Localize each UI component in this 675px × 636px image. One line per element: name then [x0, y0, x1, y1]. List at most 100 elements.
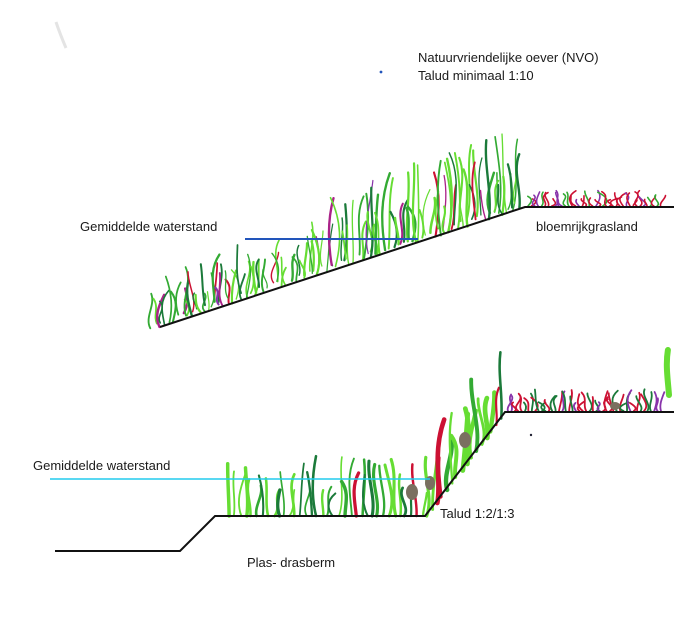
plant-stem — [238, 273, 246, 300]
tall-plant-stem — [663, 347, 672, 398]
flower-stem — [626, 192, 631, 207]
reed-stem — [232, 470, 236, 517]
plant-stem — [296, 244, 301, 276]
plant-stem — [152, 297, 158, 325]
shrub-stem — [488, 390, 497, 434]
plant-stem — [236, 244, 242, 294]
plant-stem — [393, 216, 400, 246]
plant-stem — [262, 269, 268, 289]
plant-stem — [361, 220, 367, 262]
flower-stem — [605, 396, 613, 412]
plant-stem — [387, 177, 394, 250]
flower-stem — [523, 401, 527, 412]
bottom-diagram — [50, 347, 674, 552]
plant-stem — [224, 278, 231, 304]
flower-stem — [534, 388, 540, 412]
plant-stem — [310, 228, 321, 276]
plant-stem — [194, 293, 202, 314]
plant-stem — [494, 135, 502, 214]
flower-stem — [624, 192, 630, 207]
flower-stem — [527, 195, 533, 207]
top-ground-profile — [159, 206, 674, 328]
plant-stem — [341, 230, 347, 260]
flower-stem — [580, 391, 588, 412]
flower-stem — [596, 401, 601, 412]
plant-stem — [327, 197, 335, 267]
reed-stem — [372, 462, 380, 518]
flower-stem — [646, 196, 653, 207]
plant-stem — [310, 240, 315, 272]
flower-stem — [558, 390, 564, 412]
reed-stem — [352, 471, 361, 518]
flower-stem — [566, 191, 570, 207]
plant-stem — [471, 161, 477, 221]
plant-stem — [497, 183, 503, 215]
plant-stem — [175, 281, 182, 316]
flower-stem — [601, 190, 607, 207]
plant-stem — [164, 275, 173, 324]
plant-stem — [155, 293, 166, 329]
flower-stem — [597, 191, 608, 207]
flower-stem — [659, 391, 666, 412]
bottom-ground-profile — [55, 411, 674, 552]
shrub-stem — [469, 377, 480, 453]
flower-stem — [556, 198, 563, 207]
flower-stem — [511, 401, 517, 412]
plant-stem — [357, 195, 365, 256]
plant-stem — [199, 263, 207, 307]
flower-stem — [619, 192, 628, 207]
plant-stem — [468, 183, 476, 221]
plant-stem — [147, 292, 154, 330]
shrub-stem — [482, 395, 491, 441]
flower-stem — [530, 396, 539, 412]
plant-stem — [416, 164, 420, 243]
plant-stem — [448, 152, 457, 226]
plant-stem — [479, 189, 487, 220]
plant-stem — [185, 279, 194, 318]
plant-stem — [484, 139, 491, 221]
top-bank-label: bloemrijkgrasland — [536, 219, 638, 234]
reed-stem — [367, 459, 375, 518]
plant-stem — [453, 152, 461, 231]
plant-stem — [405, 206, 410, 240]
shrub-stem — [448, 411, 454, 485]
flower-stem — [659, 194, 667, 207]
top-vegetation — [147, 133, 667, 330]
plant-stem — [506, 163, 514, 209]
flower-stem — [552, 395, 558, 412]
plant-stem — [441, 205, 447, 235]
reed-stem — [238, 472, 247, 517]
shrub-stem — [498, 351, 503, 420]
flower-stem — [530, 392, 534, 412]
top-diagram — [147, 70, 674, 330]
top-title-line-2: Talud minimaal 1:10 — [418, 68, 534, 83]
plant-stem — [369, 186, 374, 258]
shrub-stem — [449, 433, 459, 479]
plant-stem — [515, 152, 521, 209]
flower-stem — [543, 399, 551, 412]
plant-stem — [260, 258, 266, 293]
plant-stem — [374, 193, 380, 255]
plant-stem — [271, 252, 280, 282]
reed-stem — [298, 462, 305, 517]
bottom-waterline-label: Gemiddelde waterstand — [33, 458, 171, 473]
flower-stem — [544, 191, 550, 207]
flower-stem — [655, 397, 659, 412]
reed-stem — [400, 486, 408, 518]
flower-stem — [535, 191, 541, 207]
faint-mark — [54, 21, 68, 49]
flower-stem — [576, 393, 584, 412]
flower-stem — [603, 390, 609, 412]
bottom-vegetation — [225, 347, 672, 518]
reed-stem — [254, 484, 263, 518]
flower-stem — [594, 198, 602, 207]
flower-stem — [643, 388, 650, 412]
reed-stem — [311, 454, 318, 518]
shrub-stem — [443, 439, 454, 493]
reed-stem — [338, 456, 343, 517]
top-title-dot — [379, 70, 383, 74]
flower-stem — [523, 397, 530, 412]
flower-stem — [540, 401, 547, 412]
plant-stem — [493, 179, 500, 213]
flower-stem — [517, 392, 523, 412]
